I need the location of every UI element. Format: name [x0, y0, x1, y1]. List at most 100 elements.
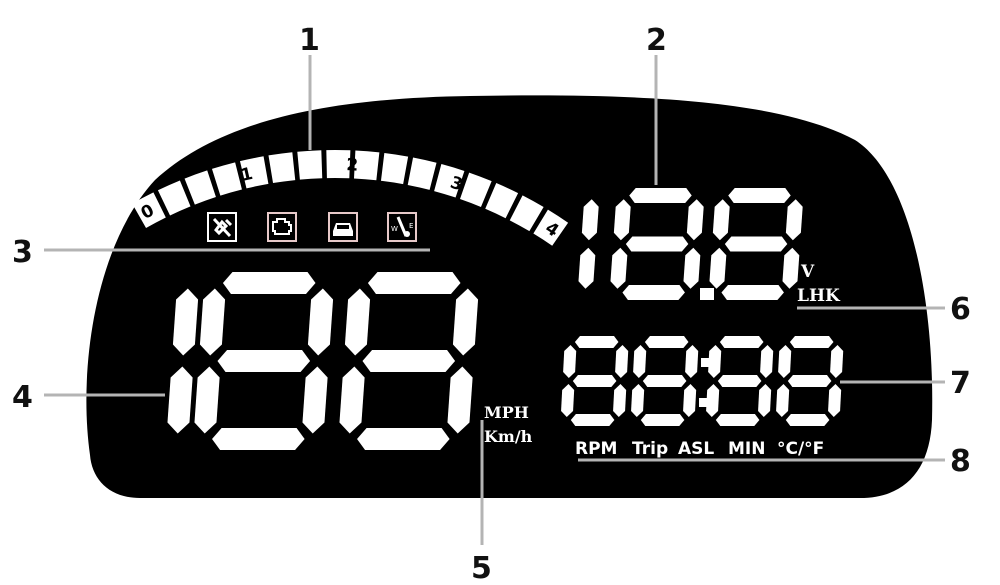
segment: [222, 272, 316, 294]
voltage-sub-unit-label: LHK: [797, 286, 841, 306]
callout-number-7: 7: [950, 366, 971, 401]
segment: [563, 345, 577, 378]
gear-scale-segment: [268, 152, 296, 184]
segment: [708, 345, 722, 378]
segment: [785, 199, 803, 241]
segment: [302, 366, 328, 434]
segment-digit: [776, 336, 844, 426]
segment: [357, 428, 450, 450]
segment: [712, 199, 730, 241]
segment: [172, 288, 199, 356]
segment-digit: [709, 188, 803, 300]
segment: [212, 428, 305, 450]
segment: [685, 345, 699, 378]
gear-scale-segment: [407, 157, 437, 190]
colon-dot: [701, 358, 710, 367]
voltage-unit-label: V: [800, 262, 815, 282]
segment-digit: [561, 336, 629, 426]
segment: [640, 414, 685, 426]
label-temp: °C/°F: [777, 439, 824, 459]
segment-digit: [631, 336, 699, 426]
segment: [642, 375, 687, 387]
segment: [787, 375, 832, 387]
gear-scale-segment: [211, 162, 242, 196]
segment: [715, 414, 760, 426]
svg-text:E: E: [409, 222, 413, 230]
callout-number-5: 5: [471, 551, 492, 585]
water-temp-icon: W E: [387, 212, 417, 242]
segment-digit: [578, 199, 599, 289]
gear-scale-segment: [239, 156, 269, 189]
segment: [782, 247, 800, 289]
segment: [644, 336, 689, 348]
gear-scale-segment: [459, 172, 492, 207]
svg-text:W: W: [391, 225, 398, 233]
segment: [721, 285, 784, 300]
segment: [776, 384, 790, 417]
callout-number-8: 8: [950, 444, 971, 479]
speed-unit-mph: MPH: [484, 403, 529, 422]
segment: [622, 285, 685, 300]
callout-number-2: 2: [646, 23, 667, 58]
gear-scale-label: 3: [448, 173, 465, 196]
segment: [706, 384, 720, 417]
label-min: MIN: [728, 439, 765, 459]
segment: [709, 247, 727, 289]
segment: [789, 336, 834, 348]
callout-number-1: 1: [299, 23, 320, 58]
segment: [561, 384, 575, 417]
warning-icons: W E: [207, 212, 417, 242]
segment: [625, 236, 689, 252]
segment: [367, 272, 461, 294]
gear-scale-segment: [434, 164, 465, 198]
callout-lines: [44, 55, 945, 545]
callout-number-3: 3: [12, 235, 33, 270]
segment: [578, 247, 596, 289]
segment: [344, 288, 371, 356]
gear-scale-segment: [380, 152, 409, 185]
segment: [631, 384, 645, 417]
label-asl: ASL: [678, 439, 714, 459]
segment: [570, 414, 615, 426]
segment: [362, 350, 456, 372]
segment: [830, 345, 844, 378]
segment: [828, 384, 842, 417]
multi-display: [561, 336, 844, 426]
segment: [629, 188, 692, 203]
segment: [610, 247, 628, 289]
segment: [452, 288, 479, 356]
gear-scale-segment: [353, 150, 380, 181]
hud-display-body: [86, 95, 933, 499]
segment: [728, 188, 791, 203]
gps-off-icon: [207, 212, 237, 242]
segment: [683, 247, 701, 289]
gear-scale-segment: [509, 195, 544, 232]
gear-scale-segment: [297, 150, 323, 180]
segment: [447, 366, 473, 434]
segment: [339, 366, 365, 434]
segment: [615, 345, 629, 378]
segment: [572, 375, 617, 387]
callout-number-6: 6: [950, 292, 971, 327]
speed-unit-kmh: Km/h: [484, 427, 533, 446]
gear-scale-label: 1: [239, 164, 255, 186]
segment: [719, 336, 764, 348]
segment-digit: [706, 336, 774, 426]
speed-display: [167, 272, 479, 450]
gear-scale-segment: [157, 180, 191, 216]
voltage-display: [578, 188, 803, 300]
segment: [686, 199, 704, 241]
segment: [778, 345, 792, 378]
vehicle-icon: [328, 212, 358, 242]
segment-digit: [167, 288, 199, 434]
gear-scale-segment: [326, 149, 351, 179]
bottom-label-row: RPM Trip ASL MIN °C/°F: [575, 439, 824, 459]
gear-scale-segment: [132, 192, 166, 229]
segment: [633, 345, 647, 378]
segment: [717, 375, 762, 387]
segment: [613, 384, 627, 417]
segment-digit: [610, 188, 704, 300]
segment-digit: [194, 272, 334, 450]
